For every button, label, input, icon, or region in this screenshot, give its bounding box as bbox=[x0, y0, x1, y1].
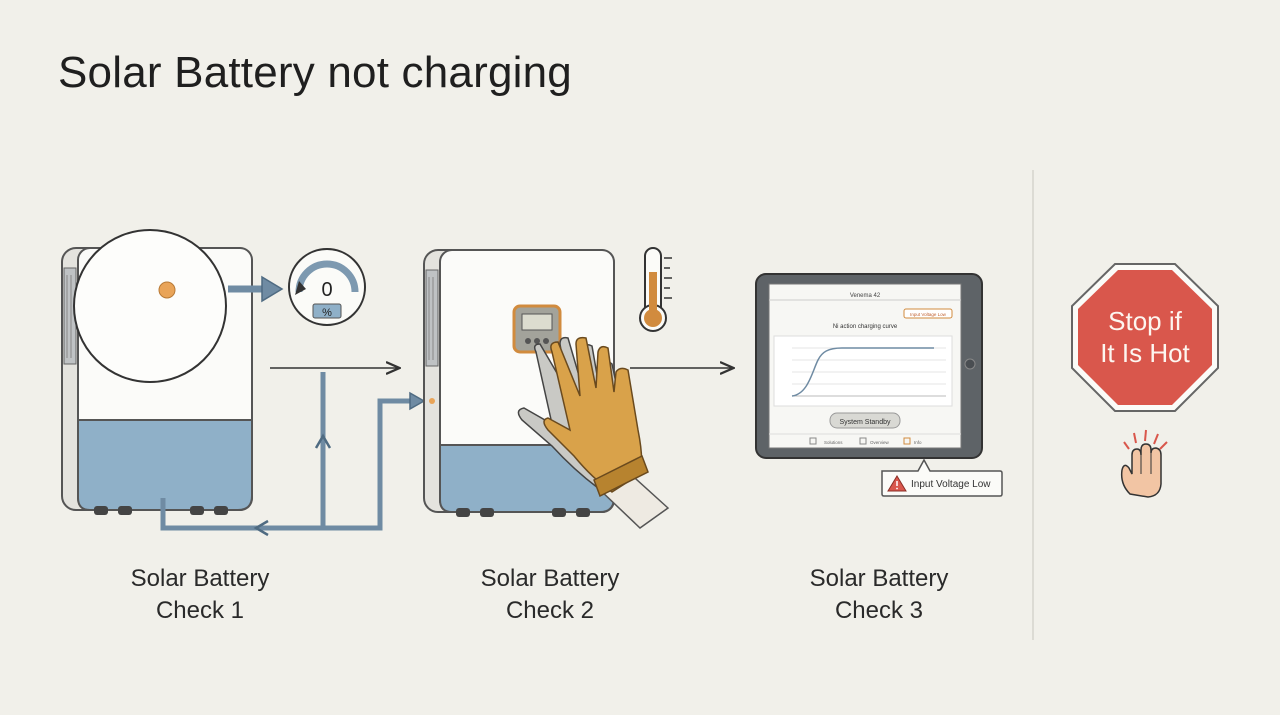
tablet-alert-badge: Input Voltage Low bbox=[910, 312, 947, 317]
warning-text: Input Voltage Low bbox=[911, 479, 991, 490]
stop-sign-line-2: It Is Hot bbox=[1100, 338, 1190, 368]
step-1-caption: Solar Battery Check 1 bbox=[80, 563, 320, 627]
gloved-hand bbox=[517, 336, 670, 529]
tablet-chart-heading: Ni action charging curve bbox=[833, 324, 898, 330]
step-2-line-2: Check 2 bbox=[505, 597, 595, 624]
page-title: Solar Battery not charging bbox=[58, 48, 572, 97]
tablet-tab-3: Info bbox=[914, 440, 922, 445]
tablet-tab-1: Solutions bbox=[824, 440, 843, 445]
step-3-caption: Solar Battery Check 3 bbox=[759, 563, 999, 627]
step-3-line-1: Solar Battery bbox=[809, 565, 949, 592]
raised-hand-icon bbox=[1120, 429, 1168, 498]
stop-sign bbox=[1071, 263, 1219, 412]
tablet-tab-2: Overview bbox=[870, 440, 890, 445]
step-2-line-1: Solar Battery bbox=[480, 565, 620, 592]
step-2-caption: Solar Battery Check 2 bbox=[430, 563, 670, 627]
flow-arrows bbox=[160, 368, 426, 537]
gauge-unit: % bbox=[322, 307, 332, 319]
step-1-line-1: Solar Battery bbox=[130, 565, 270, 592]
tablet-screen-title: Venema 42 bbox=[850, 293, 881, 299]
step-3-line-2: Check 3 bbox=[834, 597, 924, 624]
warning-callout bbox=[881, 458, 1003, 497]
status-indicator-dot bbox=[158, 281, 176, 299]
tablet-standby-button: System Standby bbox=[840, 419, 891, 426]
stop-sign-line-1: Stop if bbox=[1108, 306, 1182, 336]
gauge-icon bbox=[288, 248, 366, 326]
monitoring-tablet bbox=[755, 273, 983, 459]
solar-battery-unit-1 bbox=[61, 229, 253, 515]
step-1-line-2: Check 1 bbox=[155, 597, 245, 624]
thermometer-icon bbox=[639, 247, 672, 332]
gauge-value: 0 bbox=[321, 279, 332, 301]
warning-icon bbox=[887, 475, 907, 492]
